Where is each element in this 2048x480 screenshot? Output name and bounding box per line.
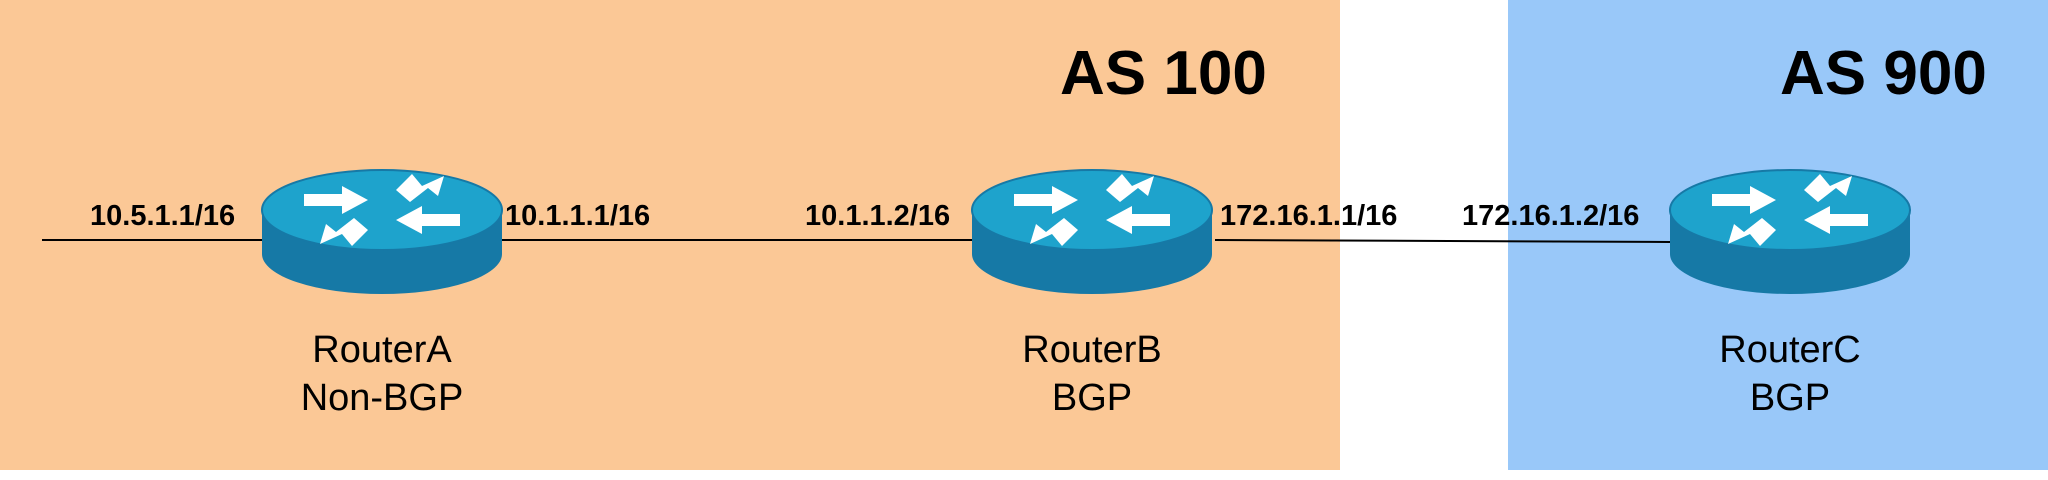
router-c[interactable]	[1669, 169, 1911, 295]
routerA-name: RouterA	[312, 329, 452, 371]
routerA-role: Non-BGP	[301, 377, 464, 419]
router-b[interactable]	[971, 169, 1213, 295]
router-a[interactable]	[261, 169, 503, 295]
router-icon	[1669, 169, 1911, 295]
as100-label: AS 100	[1060, 39, 1267, 108]
iface-routerA-left: 10.5.1.1/16	[90, 200, 235, 232]
iface-routerB-left: 10.1.1.2/16	[805, 200, 950, 232]
router-icon	[261, 169, 503, 295]
as900-label: AS 900	[1780, 39, 1987, 108]
routerC-name: RouterC	[1719, 329, 1861, 371]
routerB-role: BGP	[1052, 377, 1132, 419]
iface-routerC-left: 172.16.1.2/16	[1462, 200, 1639, 232]
link-routerB-routerC	[1214, 239, 1671, 243]
iface-routerB-right: 172.16.1.1/16	[1220, 200, 1397, 232]
router-icon	[971, 169, 1213, 295]
routerB-name: RouterB	[1022, 329, 1161, 371]
iface-routerA-right: 10.1.1.1/16	[505, 200, 650, 232]
routerC-role: BGP	[1750, 377, 1830, 419]
